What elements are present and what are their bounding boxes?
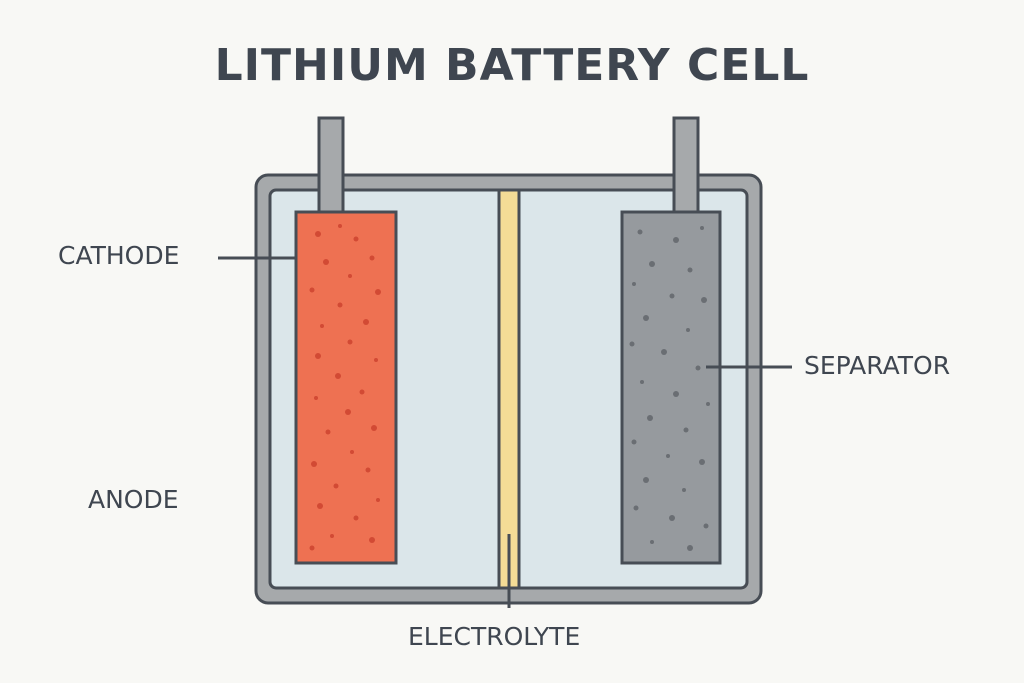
- cathode-label: CATHODE: [58, 241, 180, 270]
- diagram-title: LITHIUM BATTERY CELL: [214, 40, 810, 91]
- separator-strip: [497, 188, 521, 590]
- left-electrode-particles: [309, 224, 381, 551]
- left-electrode: [294, 210, 398, 565]
- right-electrode: [620, 210, 722, 565]
- right-electrode-particles: [629, 226, 710, 551]
- left-terminal: [317, 116, 345, 216]
- right-terminal: [672, 116, 700, 216]
- anode-label: ANODE: [88, 485, 179, 514]
- electrolyte-label: ELECTROLYTE: [408, 622, 581, 651]
- separator-label: SEPARATOR: [804, 351, 951, 380]
